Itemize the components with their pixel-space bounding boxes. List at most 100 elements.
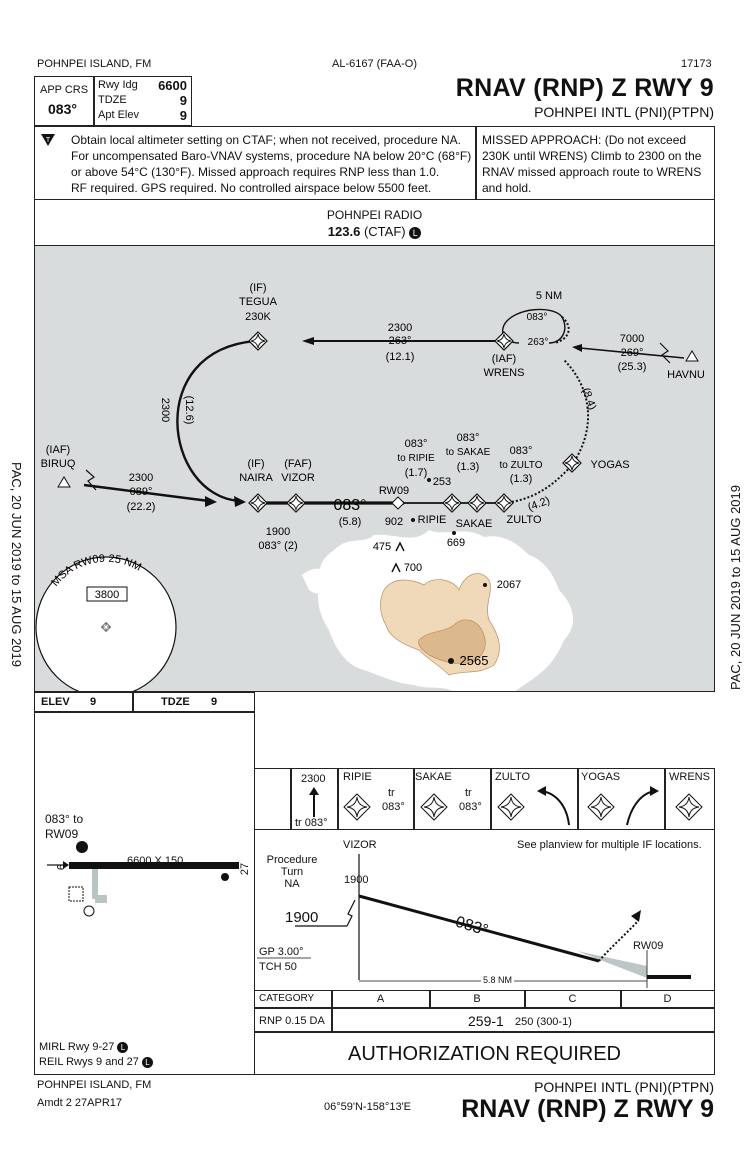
- icon-tr1-crs: 083°: [382, 801, 405, 813]
- obs2067-dot-icon: [483, 583, 487, 587]
- icon-tr2-crs: 083°: [459, 801, 482, 813]
- yogas-label: YOGAS: [590, 459, 629, 471]
- missed-line-1: MISSED APPROACH: (Do not exceed: [482, 133, 687, 147]
- biruq-break-icon: [85, 469, 97, 491]
- radio-name: POHNPEI RADIO: [326, 208, 423, 222]
- biruq-leg: [83, 483, 210, 503]
- havnu-label: HAVNU: [667, 369, 705, 381]
- radio-freq: 123.6: [327, 224, 361, 239]
- notes-triangle-icon: T: [41, 134, 55, 146]
- ripie-icon: [343, 793, 371, 821]
- wrens-iaf-label: (IAF): [492, 353, 516, 365]
- taxiway: [92, 869, 98, 899]
- apt-elev-label: Apt Elev: [98, 109, 139, 121]
- cat-b: B: [473, 993, 481, 1005]
- airport-crs-rw: RW09: [45, 827, 79, 841]
- airport-box: ELEV 9 TDZE 9 083° to RW09 6600 X 150 9 …: [34, 692, 255, 1075]
- msa-alt: 3800: [95, 589, 119, 601]
- da-sub: 250 (300-1): [515, 1016, 572, 1028]
- lighting-line-2: REIL Rwys 9 and 27 L: [39, 1056, 153, 1068]
- wrens-icon: [675, 793, 703, 821]
- hold-missed: [553, 316, 570, 344]
- vizor-faf-label: (FAF): [284, 458, 312, 470]
- yogas-icon: [587, 793, 615, 821]
- sakae-label: SAKAE: [456, 518, 493, 530]
- footer-airport: POHNPEI INTL (PNI)(PTPN): [534, 1079, 714, 1095]
- profile-gp: GP 3.00°: [259, 946, 304, 958]
- terminal-icon: [68, 886, 84, 902]
- notes-text: Obtain local altimeter setting on CTAF; …: [71, 132, 471, 196]
- obs902-dot-icon: [411, 518, 415, 522]
- final-crs: 083°: [333, 497, 366, 514]
- to-ripie-dist: (1.7): [405, 467, 428, 479]
- tdze-airport-value: 9: [211, 696, 218, 708]
- missed-icons-strip: 2300 tr 083° RIPIE tr 083° SAKAE tr 083°…: [254, 768, 715, 830]
- validity-right: PAC, 20 JUN 2019 to 15 AUG 2019: [728, 485, 743, 690]
- profile-note: See planview for multiple IF locations.: [517, 839, 702, 851]
- radio-l-icon: L: [409, 227, 422, 239]
- lighting-l-icon-2: L: [141, 1057, 153, 1068]
- obs669-dot-icon: [452, 531, 456, 535]
- missed-leg-yogas: [503, 464, 573, 504]
- to-zulto-dist: (1.3): [510, 473, 533, 485]
- profile-vizor-label: VIZOR: [343, 839, 377, 851]
- rf-turn-icon-2: [626, 786, 659, 826]
- runway-dims: 6600 X 150: [127, 855, 184, 867]
- top-leg-arrow-icon: [302, 337, 314, 345]
- elev-value: 9: [90, 696, 97, 708]
- biruq-arrow-icon: [205, 496, 217, 507]
- wrens-label: WRENS: [484, 367, 525, 379]
- radio-freq-line: 123.6 (CTAF) L: [35, 224, 714, 239]
- terrain-high: [418, 619, 486, 664]
- header-location: POHNPEI ISLAND, FM: [37, 58, 152, 70]
- radio-ctaf: (CTAF): [363, 224, 406, 239]
- biruq-dist: (22.2): [127, 501, 156, 513]
- glidepath-line: [358, 894, 600, 963]
- approach-info-box: APP CRS 083° Rwy Idg 6600 TDZE 9 Apt Ele…: [34, 76, 192, 126]
- profile-min-alt: 1900: [285, 909, 319, 926]
- obs2565-dot-icon: [448, 658, 454, 664]
- missed-leg-wrens: [563, 359, 590, 466]
- tdze-airport-label: TDZE: [161, 696, 190, 708]
- profile-box: See planview for multiple IF locations. …: [254, 829, 715, 991]
- climb-arrow-icon: [309, 787, 319, 817]
- obs253-label: 253: [433, 476, 451, 488]
- icon-climb-alt: 2300: [301, 773, 326, 785]
- tegua-speed-label: 230K: [245, 311, 271, 323]
- obs475-tower-icon: [395, 541, 405, 552]
- apron: [95, 895, 107, 903]
- da-value: 259-1: [468, 1013, 504, 1029]
- header-number: 17173: [681, 58, 712, 70]
- to-ripie-label: to RIPIE: [397, 453, 435, 464]
- windsock-icon: [76, 841, 88, 853]
- zulto-label: ZULTO: [506, 514, 541, 526]
- note-line-4: RF required. GPS required. No controlled…: [71, 181, 432, 195]
- tdze-value: 9: [179, 93, 187, 108]
- naira-crs: 083° (2): [258, 540, 297, 552]
- obs2067-label: 2067: [497, 579, 521, 591]
- beacon-icon: [83, 905, 95, 917]
- obs475-label: 475: [373, 541, 391, 553]
- profile-dist: 5.8 NM: [481, 975, 515, 985]
- app-crs-value: 083°: [48, 101, 77, 117]
- cat-c: C: [568, 993, 577, 1005]
- biruq-label: BIRUQ: [41, 458, 76, 470]
- tdze-label: TDZE: [98, 94, 127, 106]
- plan-view: MSA RW09 25 NM 3800 (IF) TEGUA 230K 2300…: [34, 245, 715, 692]
- category-label: CATEGORY: [259, 993, 315, 1004]
- biruq-crs: 089°: [130, 486, 153, 498]
- note-line-1: Obtain local altimeter setting on CTAF; …: [71, 133, 461, 147]
- vizor-label: VIZOR: [281, 472, 315, 484]
- obs669-label: 669: [447, 537, 465, 549]
- havnu-leg: [579, 347, 685, 359]
- profile-missed-path: [598, 921, 638, 962]
- svg-text:T: T: [46, 137, 51, 144]
- icon-sakae: SAKAE: [415, 771, 452, 783]
- hold-in-crs: 263°: [528, 337, 549, 348]
- island-west: [302, 568, 334, 594]
- apt-elev-value: 9: [179, 108, 187, 123]
- havnu-fix-icon: [685, 350, 699, 362]
- airport-crs-to: 083° to: [45, 812, 84, 826]
- rwy-ldg-value: 6600: [158, 78, 187, 93]
- runway-diagram: [47, 841, 239, 917]
